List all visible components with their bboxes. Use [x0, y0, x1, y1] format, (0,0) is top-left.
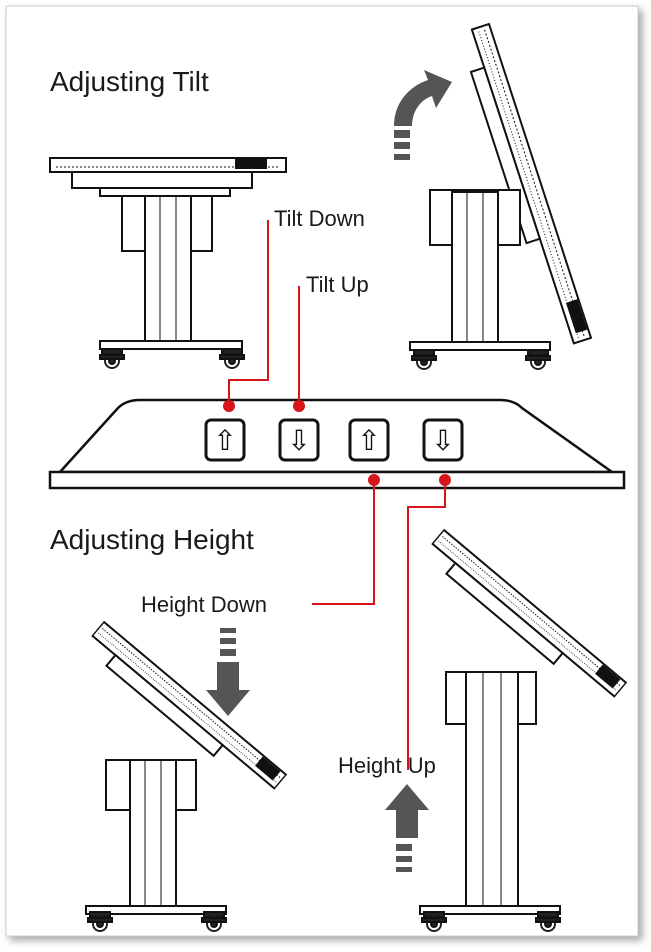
arrow-down-icon: ⇩	[287, 425, 310, 456]
label-height-up: Height Up	[338, 753, 436, 778]
tilt-down-button[interactable]: ⇩	[278, 418, 320, 462]
callout-dots	[223, 400, 451, 486]
arrow-up-icon: ⇧	[213, 425, 236, 456]
label-tilt-down: Tilt Down	[274, 206, 365, 231]
label-tilt-up: Tilt Up	[306, 272, 369, 297]
height-up-direction-arrow-icon	[385, 784, 429, 872]
callout-leaders	[228, 220, 446, 770]
tilt-down-leader	[228, 220, 269, 406]
arrow-down-icon: ⇩	[431, 425, 454, 456]
stand-lowered-illustration	[85, 621, 287, 932]
arrow-up-icon: ⇧	[357, 425, 380, 456]
height-up-button[interactable]: ⇧	[348, 418, 390, 462]
tilt-up-button[interactable]: ⇧	[204, 418, 246, 462]
height-up-leader	[407, 480, 446, 770]
stand-flat-illustration	[49, 157, 287, 369]
height-down-button[interactable]: ⇩	[422, 418, 464, 462]
heading-adjusting-height: Adjusting Height	[50, 524, 254, 555]
height-down-leader	[312, 480, 375, 605]
label-height-down: Height Down	[141, 592, 267, 617]
heading-adjusting-tilt: Adjusting Tilt	[50, 66, 209, 97]
height-down-direction-arrow-icon	[206, 628, 250, 716]
tilt-up-direction-arrow-icon	[394, 70, 452, 160]
stand-tilt-up-illustration	[409, 23, 592, 370]
stand-raised-illustration	[419, 529, 627, 932]
control-panel	[48, 398, 626, 490]
